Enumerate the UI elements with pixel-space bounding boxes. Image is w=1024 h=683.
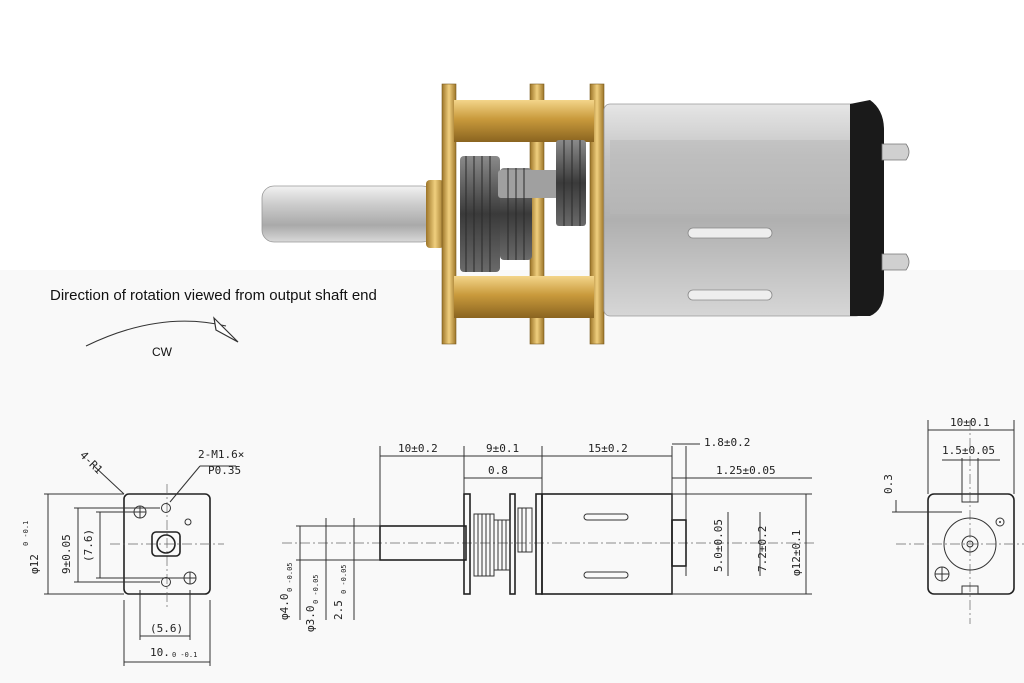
shaft-bushing	[426, 180, 444, 248]
output-shaft	[261, 185, 435, 243]
rear-view-terminal-width: 1.5±0.05	[942, 444, 995, 457]
rotation-direction: CW	[152, 345, 173, 359]
side-view-flat-width: 2.5	[332, 600, 345, 620]
rotation-note: Direction of rotation viewed from output…	[50, 287, 377, 304]
front-view-shaft-flat	[151, 531, 181, 557]
rear-view-terminal-depth: 0.3	[882, 474, 895, 494]
rear-view: 10±0.1 1.5±0.05 0.3	[882, 416, 1024, 624]
can-slot-upper	[687, 227, 773, 239]
front-view-thread-pitch: P0.35	[208, 464, 241, 477]
front-view-width: 10.	[150, 646, 170, 659]
side-view-terminal-length: 1.8±0.2	[704, 436, 750, 449]
side-view-plate-thickness: 0.8	[488, 464, 508, 477]
rear-view-endcap	[943, 517, 997, 571]
side-view-flat-dia-tol: 0 -0.05	[312, 574, 320, 604]
front-view-mount-hole-top	[161, 503, 171, 513]
standoff-bottom	[454, 276, 594, 318]
front-view-hole-spacing: 9±0.05	[60, 534, 73, 574]
motor-photo	[261, 83, 910, 345]
side-view-shaft-dia: φ4.0	[278, 594, 291, 621]
front-view: 4-R1 2-M1.6× P0.35 φ12 0 -0.1 9±0.05 (7.…	[22, 448, 244, 666]
front-view-height: φ12	[28, 554, 41, 574]
drawing-background	[0, 270, 1024, 683]
side-view-motor-dia: φ12±0.1	[790, 530, 803, 576]
side-view-flat-dia: φ3.0	[304, 606, 317, 633]
rotation-arrow	[85, 320, 227, 347]
front-view-height-tol: 0 -0.1	[22, 521, 30, 546]
side-view-shaft-dia-tol: 0 -0.05	[286, 562, 294, 592]
front-view-width-inner: (5.6)	[150, 622, 183, 635]
side-view-motor-can	[541, 493, 673, 595]
gear-train	[460, 140, 586, 272]
front-view-thread-callout: 2-M1.6×	[198, 448, 244, 461]
motor-end-cap	[850, 100, 884, 316]
side-view-end-cap	[671, 519, 687, 567]
side-view-terminal-span: 7.2±0.2	[756, 526, 769, 572]
front-view-hole-offset: (7.6)	[82, 529, 95, 562]
side-view-endcap-length: 1.25±0.05	[716, 464, 776, 477]
side-view-rear-plate	[535, 493, 543, 595]
side-view-gear-train	[473, 507, 533, 577]
terminal-top	[881, 143, 910, 161]
side-view-flat-width-tol: 0 -0.05	[340, 564, 348, 594]
side-view-shaft	[379, 525, 467, 561]
side-view-gearbox-length: 9±0.1	[486, 442, 519, 455]
front-view-mount-hole-bottom	[161, 577, 171, 587]
side-view-endcap-dia: 5.0±0.05	[712, 519, 725, 572]
gearbox-front-plate	[441, 83, 457, 345]
terminal-bottom	[881, 253, 910, 271]
rear-view-terminal-bottom	[961, 585, 979, 595]
rotation-arrowhead	[213, 316, 239, 343]
side-view: 10±0.2 9±0.1 15±0.2 1.8±0.2 0.8 1.25±0.0…	[278, 436, 816, 632]
can-slot-lower	[687, 289, 773, 301]
side-view-mid-plate	[509, 493, 516, 595]
side-view-shaft-length: 10±0.2	[398, 442, 438, 455]
rear-view-terminal-top	[961, 493, 979, 503]
side-view-front-plate	[463, 493, 471, 595]
front-view-width-tol: 0 -0.1	[172, 651, 197, 659]
standoff-top	[454, 100, 594, 142]
side-view-motor-length: 15±0.2	[588, 442, 628, 455]
rear-view-width: 10±0.1	[950, 416, 990, 429]
